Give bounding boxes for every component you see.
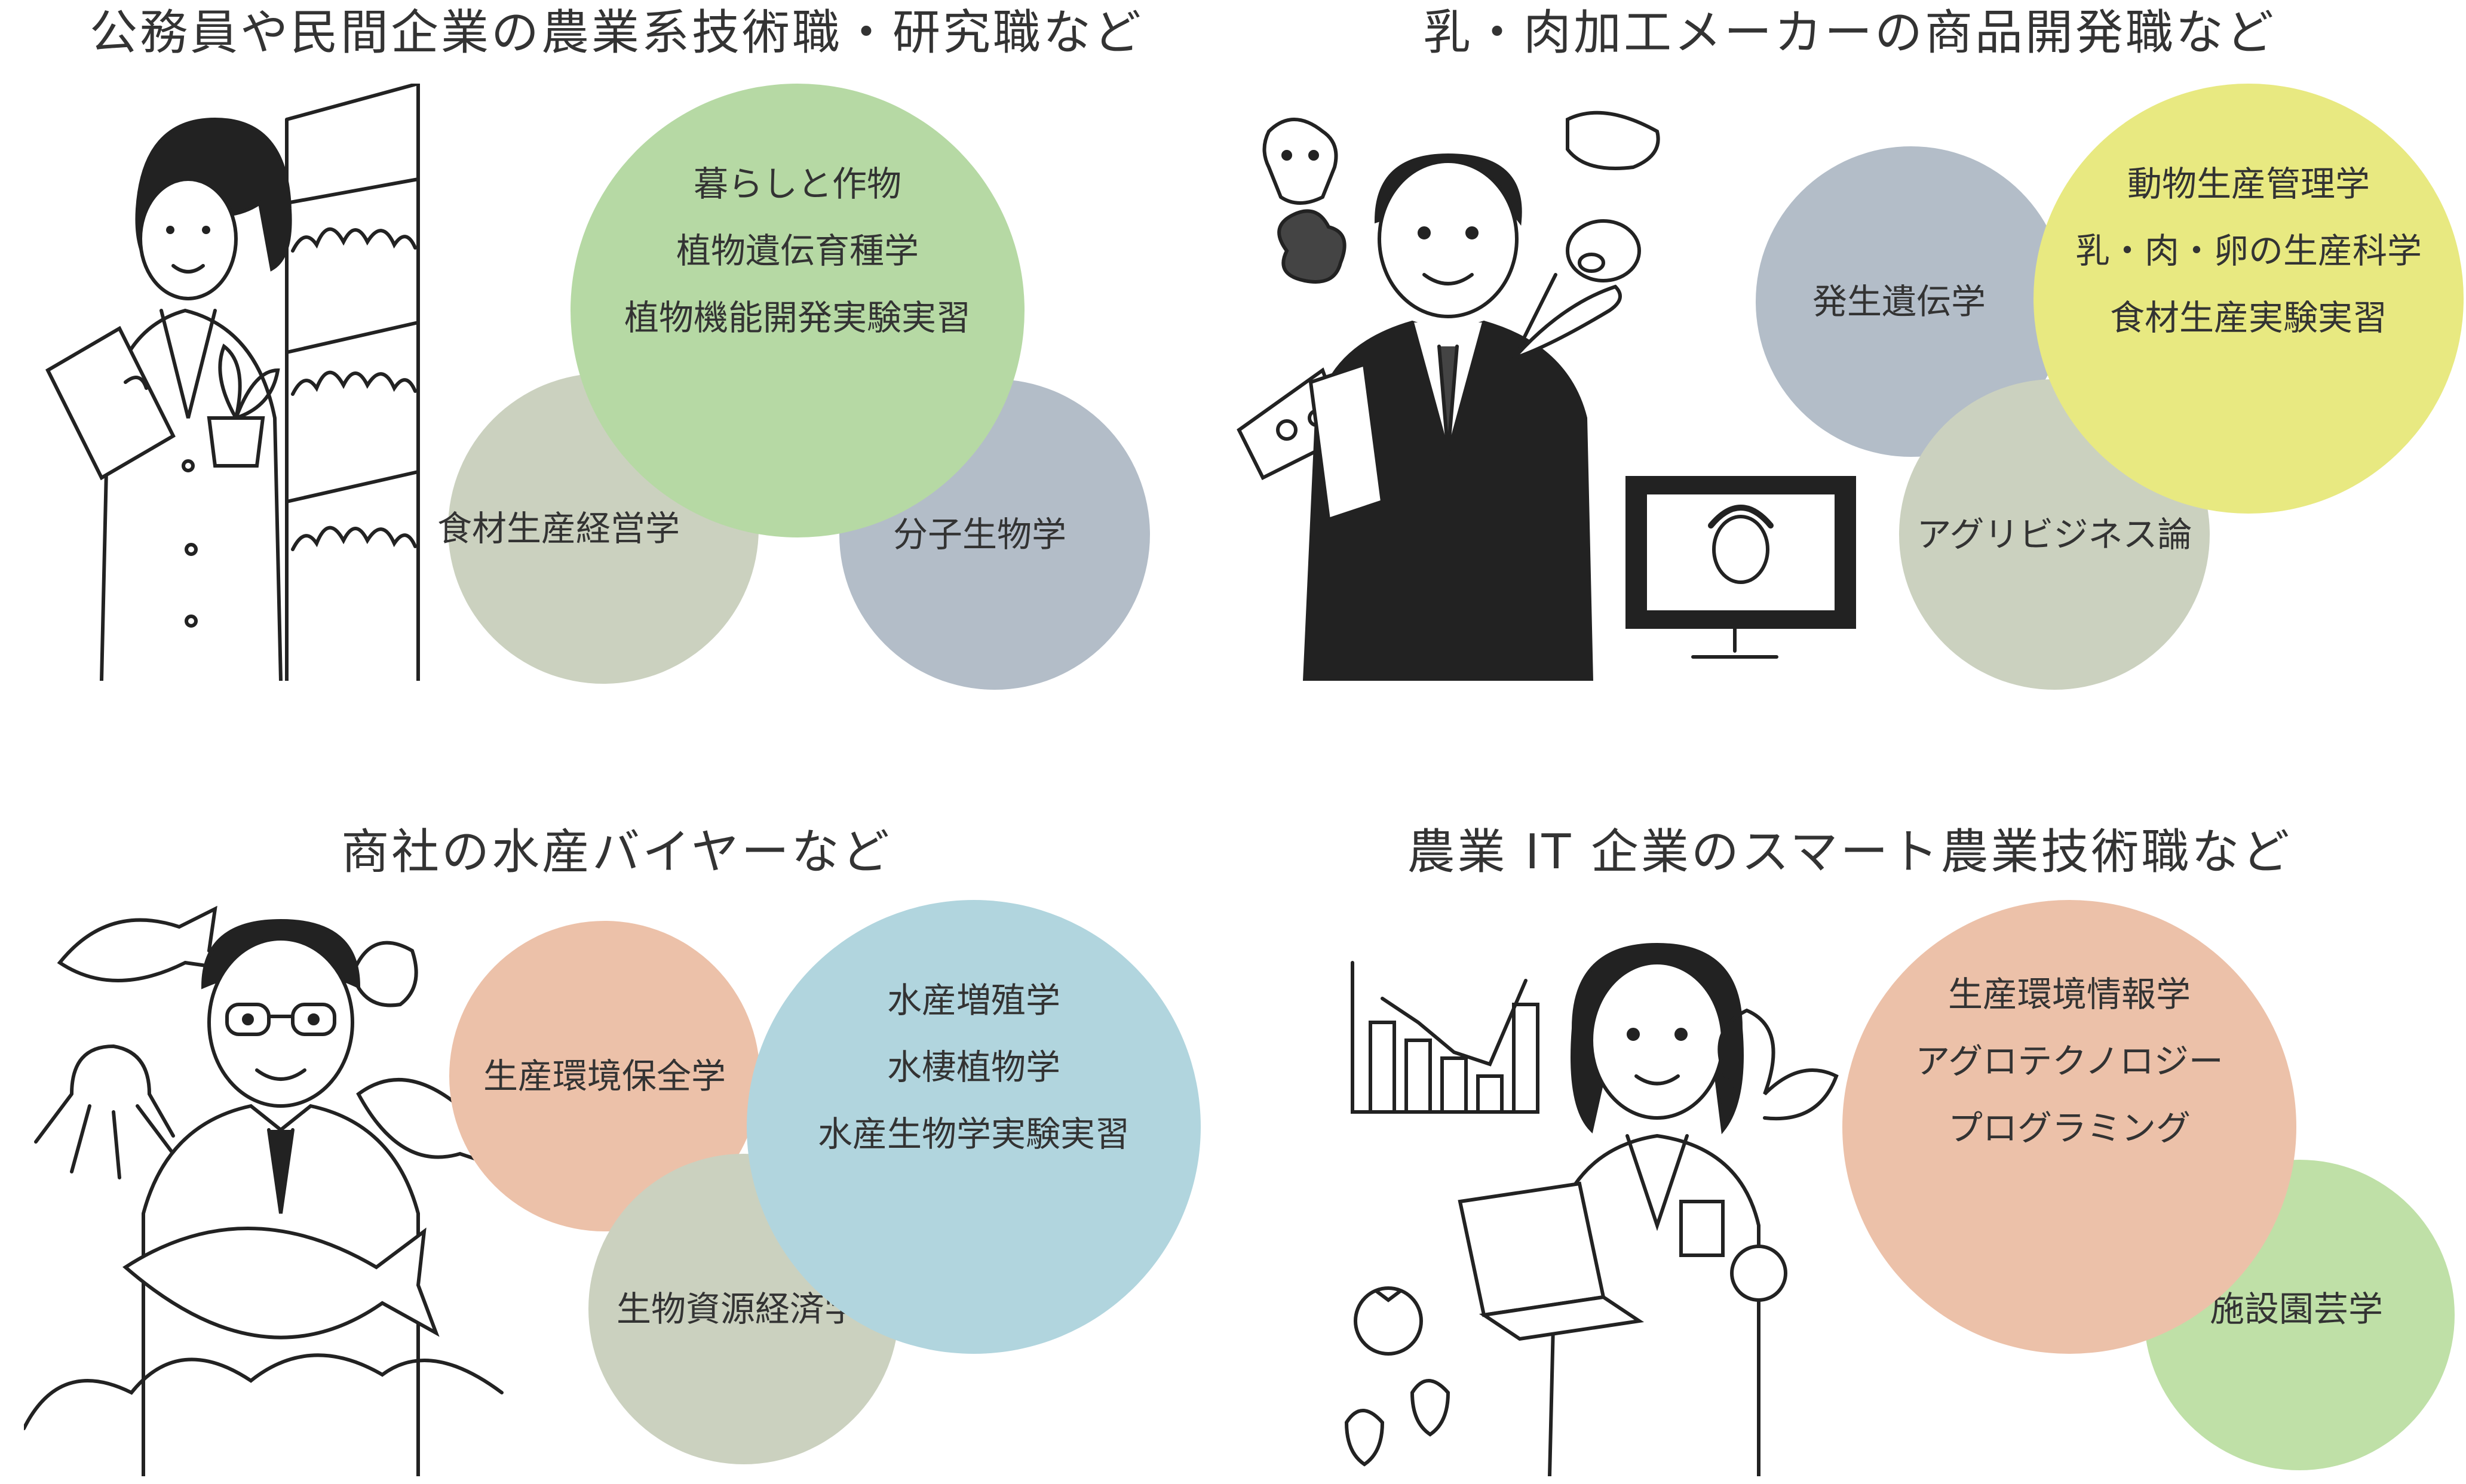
course-label: 生物資源経済学	[616, 1289, 859, 1329]
course-label: 動物生産管理学	[2127, 164, 2370, 204]
course-label: 食材生産経営学	[437, 508, 680, 549]
fish-buyer-illustration	[24, 879, 514, 1476]
course-label: アグロテクノロジー	[1915, 1041, 2223, 1081]
career-panel-research: 公務員や民間企業の農業系技術職・研究職など 食材生産経営	[0, 0, 1233, 742]
researcher-illustration	[36, 84, 430, 681]
course-label: 乳・肉・卵の生産科学	[2075, 231, 2422, 271]
panel-title: 農業 IT 企業のスマート農業技術職など	[1407, 824, 2292, 880]
course-circle-plant: 暮らしと作物 植物遺伝育種学 植物機能開発実験実習	[571, 84, 1025, 537]
businessman-illustration	[1233, 96, 1866, 681]
course-circle-information: 生産環境情報学 アグロテクノロジー プログラミング	[1842, 900, 2296, 1354]
course-label: 施設園芸学	[2209, 1289, 2383, 1329]
course-label: 生産環境保全学	[483, 1056, 726, 1096]
course-label: 水棲植物学	[887, 1047, 1060, 1087]
course-label: プログラミング	[1947, 1108, 2191, 1148]
course-label: 生産環境情報学	[1947, 974, 2191, 1015]
course-label: 植物遺伝育種学	[676, 231, 919, 271]
panel-title: 乳・肉加工メーカーの商品開発職など	[1423, 5, 2276, 60]
engineer-illustration	[1341, 939, 1854, 1476]
panel-title: 公務員や民間企業の農業系技術職・研究職など	[90, 5, 1143, 60]
career-panel-fisheries: 商社の水産バイヤーなど 生産環境保全学	[0, 742, 1233, 1483]
course-label: 植物機能開発実験実習	[624, 297, 971, 338]
course-label: 食材生産実験実習	[2109, 297, 2387, 338]
course-label: 水産生物学実験実習	[817, 1114, 1130, 1154]
course-label: 発生遺伝学	[1812, 281, 1986, 322]
panel-title: 商社の水産バイヤーなど	[341, 824, 892, 880]
course-label: 水産増殖学	[887, 980, 1060, 1021]
course-label: 暮らしと作物	[693, 164, 901, 204]
course-circle-animal-production: 動物生産管理学 乳・肉・卵の生産科学 食材生産実験実習	[2033, 84, 2464, 514]
course-circle-aquaculture: 水産増殖学 水棲植物学 水産生物学実験実習	[747, 900, 1201, 1354]
course-label: アグリビジネス論	[1916, 514, 2192, 555]
career-panel-product-dev: 乳・肉加工メーカーの商品開発職など	[1233, 0, 2466, 742]
course-label: 分子生物学	[892, 514, 1066, 555]
career-panel-smart-agri: 農業 IT 企業のスマート農業技術職など	[1233, 742, 2466, 1483]
